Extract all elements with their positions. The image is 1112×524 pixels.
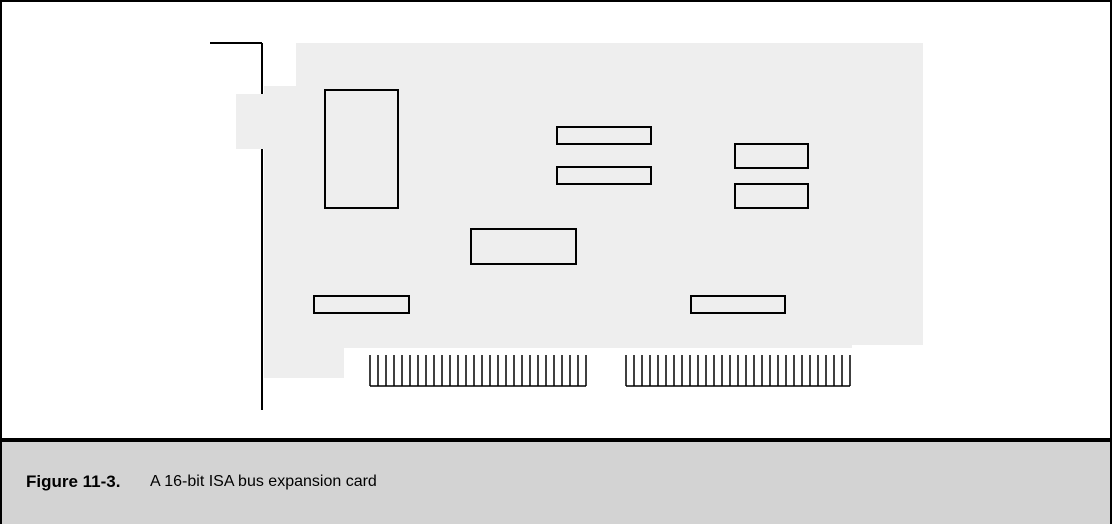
large-vertical-chip [324, 89, 399, 209]
chip-lower-left [313, 295, 410, 314]
chip-center [470, 228, 577, 265]
diagram-area [2, 2, 1110, 438]
edge-connector-8bit [369, 355, 587, 387]
caption-bar: Figure 11-3. A 16-bit ISA bus expansion … [2, 438, 1110, 524]
edge-connector-16bit [625, 355, 851, 387]
chip-right-2 [734, 183, 809, 209]
chip-upper-center-1 [556, 126, 652, 145]
figure-label: Figure 11-3. [26, 472, 121, 491]
circuit-board [236, 43, 923, 378]
chip-right-1 [734, 143, 809, 169]
chip-upper-center-2 [556, 166, 652, 185]
figure-caption: A 16-bit ISA bus expansion card [150, 473, 377, 490]
isa-card-diagram [210, 42, 923, 410]
chip-lower-right [690, 295, 786, 314]
